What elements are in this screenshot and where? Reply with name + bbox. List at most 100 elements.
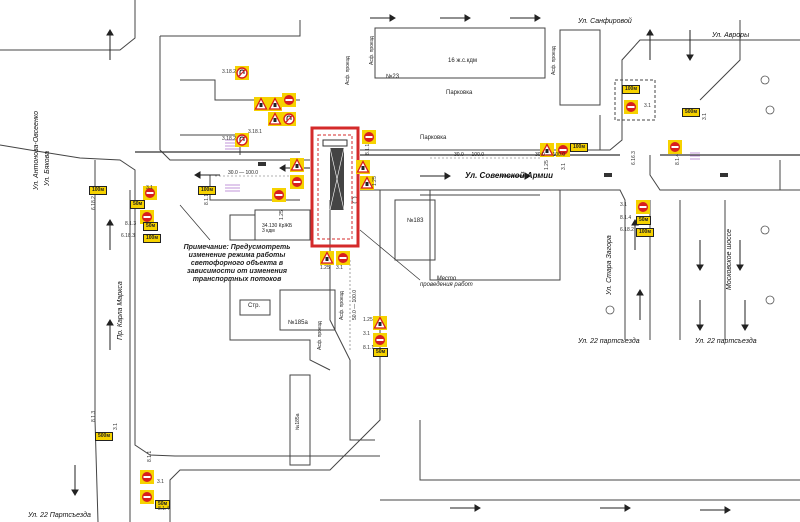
- road-edge: [419, 420, 800, 481]
- sign-code: 8.1.4: [158, 506, 170, 512]
- road-edge: [329, 200, 375, 441]
- sign-code: 8.1.1: [204, 193, 210, 205]
- road-edge: [160, 20, 301, 37]
- road-edge: [159, 36, 310, 161]
- no-entry-sign: [140, 470, 154, 484]
- sign-code: 3.1: [644, 103, 651, 109]
- street-label-partsezda-center: Ул. 22 партсъезда: [578, 338, 640, 345]
- no-entry-sign: [140, 210, 154, 224]
- distance-plate: 100м: [570, 143, 589, 152]
- pointer-lines: [179, 204, 421, 281]
- direction-arrows: [71, 14, 749, 514]
- distance-plate: 50м: [636, 216, 652, 225]
- no-entry-sign: [668, 140, 682, 154]
- sign-code: 3.1: [363, 331, 370, 337]
- building-outline: [394, 199, 436, 261]
- work-zone-inner: [317, 134, 353, 240]
- street-label-sanfirovoy: Ул. Санфировой: [578, 18, 632, 25]
- road-works-sign: [268, 97, 282, 111]
- street-label-moskovskoe: Московское шоссе: [726, 228, 733, 290]
- label-parkovka-top: Парковка: [446, 90, 473, 96]
- road-works-sign: [254, 97, 268, 111]
- distance-plate: 500м: [682, 108, 701, 117]
- road-works-sign: [290, 158, 304, 172]
- sign-code: 3.1: [113, 423, 119, 430]
- sign-code: 3.1: [146, 185, 153, 191]
- no-entry-sign: [272, 188, 286, 202]
- road-edge: [699, 20, 741, 101]
- work-zone: [310, 126, 360, 248]
- building-outline: [559, 29, 601, 106]
- label-asf-proezd: Асф. проезд: [339, 291, 345, 320]
- sign-code: 1.25: [320, 265, 330, 271]
- traffic-light-icon: [604, 173, 612, 177]
- traffic-light-icon: [258, 162, 266, 166]
- sign-code: 1.25: [372, 176, 378, 186]
- road-edge: [229, 214, 256, 241]
- label-asf-proezd: Асф. проезд: [369, 36, 375, 65]
- sign-code: 3.1: [157, 479, 164, 485]
- street-label-stara-zagora: Ул. Стара Загора: [606, 235, 613, 295]
- sign-code: 3.18.2: [222, 69, 236, 75]
- street-label-partsezda-sw: Ул. 22 Партсъезда: [28, 512, 91, 519]
- road-edge: [209, 175, 300, 201]
- distance-plate: 100м: [143, 234, 162, 243]
- road-edge: [649, 155, 800, 191]
- tree-icon: [765, 295, 775, 305]
- no-entry-sign: [290, 175, 304, 189]
- traffic-lights: [258, 162, 728, 177]
- sign-code: 8.1.1: [147, 450, 153, 462]
- distance-plate: 50м: [373, 348, 389, 357]
- sign-code: 3.18.1: [248, 129, 262, 135]
- sign-code: 3.1: [620, 202, 627, 208]
- street-label-sovetskoy-armii: Ул. Советской Армии: [465, 171, 554, 180]
- road-works-sign: [268, 112, 282, 126]
- road-edge: [94, 160, 99, 522]
- label-asf-proezd: Асф. проезд: [345, 56, 351, 85]
- no-entry-sign: [636, 200, 650, 214]
- sign-code: 8.1.4: [675, 153, 681, 165]
- distance-plate: 50м: [155, 500, 171, 509]
- road-works-sign: [540, 143, 554, 157]
- building-number: №23: [386, 74, 400, 80]
- traffic-light-icon: [720, 173, 728, 177]
- trees: [351, 75, 775, 315]
- building-outline: [289, 374, 311, 466]
- building-outline: [374, 27, 546, 79]
- distance-plate: 100м: [622, 85, 641, 94]
- sign-code: 1.25: [544, 160, 550, 170]
- dimension-label: 50.0 — 100.0: [352, 289, 358, 320]
- no-u-turn-sign: [235, 133, 249, 147]
- sign-code: 1.25: [279, 210, 285, 220]
- sign-code: 8.1.4: [620, 215, 632, 221]
- distance-plate: 100м: [89, 186, 108, 195]
- curb-lines: [135, 151, 800, 156]
- no-u-turn-sign: [235, 66, 249, 80]
- distance-plate: 100м: [636, 228, 655, 237]
- building-outline: [614, 79, 656, 121]
- building-number: №185а: [295, 413, 301, 431]
- no-u-turn-sign: [282, 112, 296, 126]
- sign-code: 8.1.3: [91, 410, 97, 422]
- sign-code: 8.1.1: [365, 143, 371, 155]
- distance-plate: 500м: [95, 432, 114, 441]
- road-works-sign: [356, 160, 370, 174]
- street-label-antonova: Ул. Антонова-Овсеенко: [33, 111, 40, 190]
- dimension-label: 30.0 — 100.0: [535, 152, 566, 158]
- sign-code: 3.1: [561, 163, 567, 170]
- street-label-avrory: Ул. Авроры: [712, 32, 750, 39]
- dimension-label: 30.0 — 100.0: [454, 152, 485, 158]
- street-label-karla-marksa: Пр. Карла Маркса: [117, 281, 124, 340]
- label-asf-proezd: Асф. проезд: [317, 321, 323, 350]
- work-zone-marker: [322, 139, 348, 147]
- tree-icon: [760, 75, 770, 85]
- sign-code: 6.18.2: [620, 227, 634, 233]
- no-entry-sign: [282, 93, 296, 107]
- tree-icon: [760, 225, 770, 235]
- work-site-label: Место проведения работ: [420, 276, 473, 288]
- sign-code: 3.1: [702, 113, 708, 120]
- sign-code: 8.1.1: [363, 345, 375, 351]
- building-outline: [279, 289, 336, 331]
